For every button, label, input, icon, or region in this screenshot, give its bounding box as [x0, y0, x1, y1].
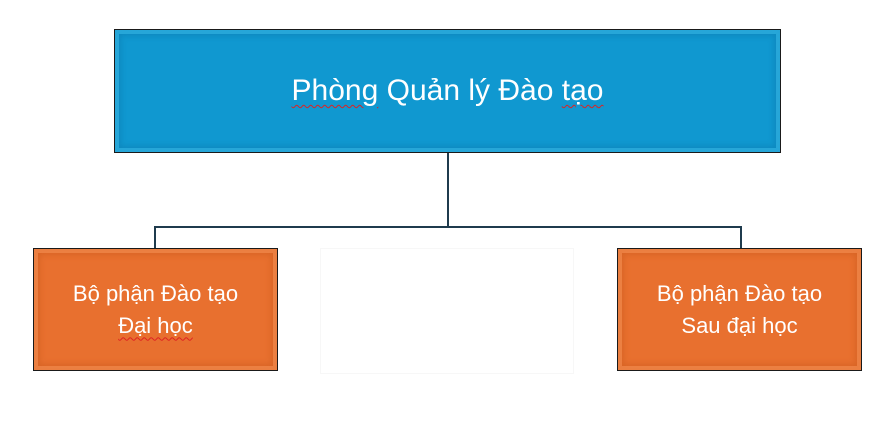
- root-label-word-4: Đào: [498, 74, 554, 107]
- root-label-word-5: tạo: [561, 74, 604, 107]
- root-node-label: Phòng Quản lý Đào tạo: [292, 73, 604, 109]
- root-label-word-2: Quản: [386, 74, 460, 107]
- child-postgraduate-line2: Sau đại học: [681, 312, 798, 338]
- child-undergraduate-line1: Bộ phận Đào tạo: [72, 280, 239, 306]
- child-node-postgraduate[interactable]: Bộ phận Đào tạo Sau đại học: [617, 248, 862, 371]
- root-node-box[interactable]: Phòng Quản lý Đào tạo: [114, 29, 781, 153]
- root-label-word-1: Phòng: [291, 74, 379, 107]
- child-node-postgraduate-label: Bộ phận Đào tạo Sau đại học: [657, 278, 822, 342]
- root-label-word-3: lý: [468, 74, 491, 107]
- empty-placeholder-box: [320, 248, 574, 374]
- child-node-undergraduate[interactable]: Bộ phận Đào tạo Đại học: [33, 248, 278, 371]
- child-node-undergraduate-label: Bộ phận Đào tạo Đại học: [73, 278, 238, 342]
- child-postgraduate-line1: Bộ phận Đào tạo: [656, 280, 823, 306]
- child-undergraduate-line2: Đại học: [118, 312, 193, 338]
